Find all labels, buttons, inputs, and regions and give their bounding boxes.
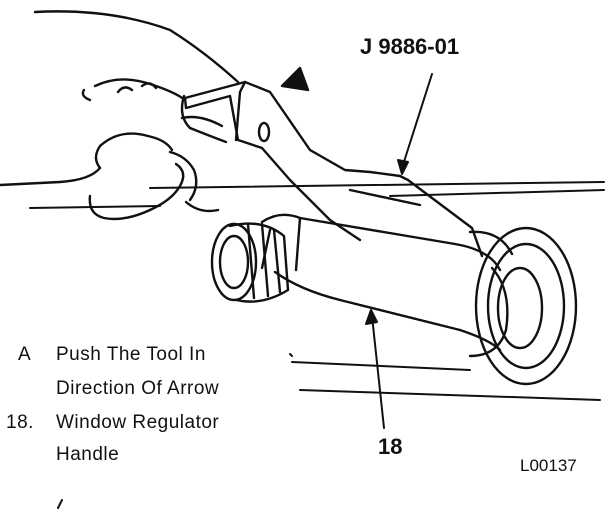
legend-text-18-line1: Window Regulator — [56, 412, 220, 433]
door-panel-lines — [29, 181, 605, 401]
legend-text-a-line1: Push The Tool In — [56, 344, 206, 365]
push-direction-arrow-icon — [280, 66, 310, 92]
legend-key-18: 18. — [6, 412, 34, 433]
leader-lines — [57, 73, 433, 509]
window-regulator-handle — [210, 213, 578, 386]
removal-tool — [183, 80, 484, 258]
hand — [0, 10, 240, 221]
tool-callout: J 9886-01 — [360, 34, 460, 59]
legend-text-a-line2: Direction Of Arrow — [56, 378, 220, 399]
figure-reference: L00137 — [520, 456, 577, 475]
part-callout: 18 — [378, 434, 403, 459]
legend-text-18-line2: Handle — [56, 444, 120, 465]
legend-key-a: A — [18, 344, 32, 365]
